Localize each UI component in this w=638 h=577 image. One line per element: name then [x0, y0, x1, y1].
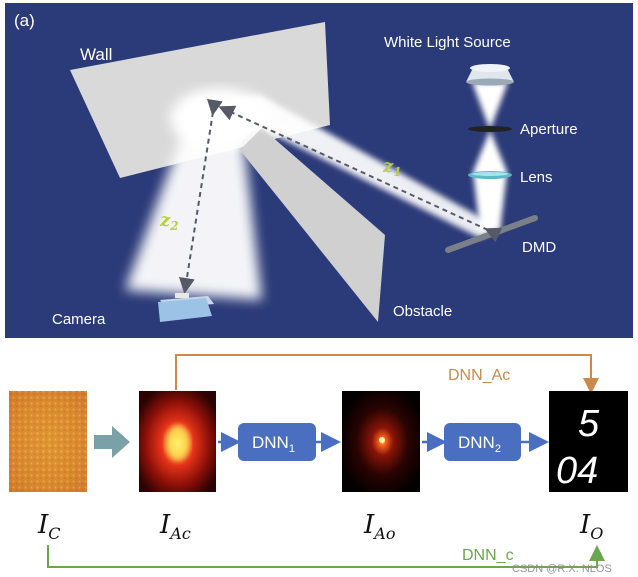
label-ic: IC: [37, 510, 61, 543]
image-io: [549, 391, 628, 492]
dnn-ac-path: [175, 354, 599, 394]
image-ic-tint: [9, 391, 87, 492]
light-source-label: White Light Source: [384, 34, 511, 51]
label-iac: IAc: [159, 510, 191, 543]
grey-arrow: [94, 426, 130, 458]
image-iao-core: [379, 437, 385, 443]
dnn1-label: DNN1: [252, 433, 295, 455]
label-io: IO: [579, 510, 603, 543]
aperture-label: Aperture: [520, 121, 578, 138]
image-iac-core: [166, 425, 190, 461]
z1-label: z1: [382, 156, 402, 179]
z2-label: z2: [159, 210, 179, 233]
lens-label: Lens: [520, 169, 553, 186]
dnn2-label: DNN2: [458, 433, 501, 455]
camera-lens: [175, 293, 189, 298]
dnn-ac-label: DNN_Ac: [448, 367, 510, 384]
panel-label: (a): [14, 11, 35, 30]
image-io-digits-bottom: 04: [556, 450, 598, 492]
image-io-digits-top: 5: [578, 403, 600, 445]
obstacle-label: Obstacle: [393, 303, 452, 320]
dnn-c-label: DNN_c: [462, 547, 514, 564]
watermark: CSDN @R.X. NLOS: [512, 563, 612, 575]
camera-label: Camera: [52, 311, 106, 328]
path-z2: [178, 98, 223, 294]
wall-label: Wall: [80, 45, 112, 64]
dnn1-box: [238, 423, 316, 461]
aperture-disk: [468, 126, 512, 132]
dmd-label: DMD: [522, 239, 556, 256]
light-source-top: [470, 64, 510, 72]
light-source-base: [466, 78, 514, 86]
label-iao: IAo: [363, 510, 395, 543]
lens-highlight: [472, 172, 508, 176]
path-z1: [218, 105, 503, 243]
dnn-c-path: [47, 545, 605, 568]
camera-body: [158, 298, 212, 322]
dnn2-box: [444, 423, 521, 461]
